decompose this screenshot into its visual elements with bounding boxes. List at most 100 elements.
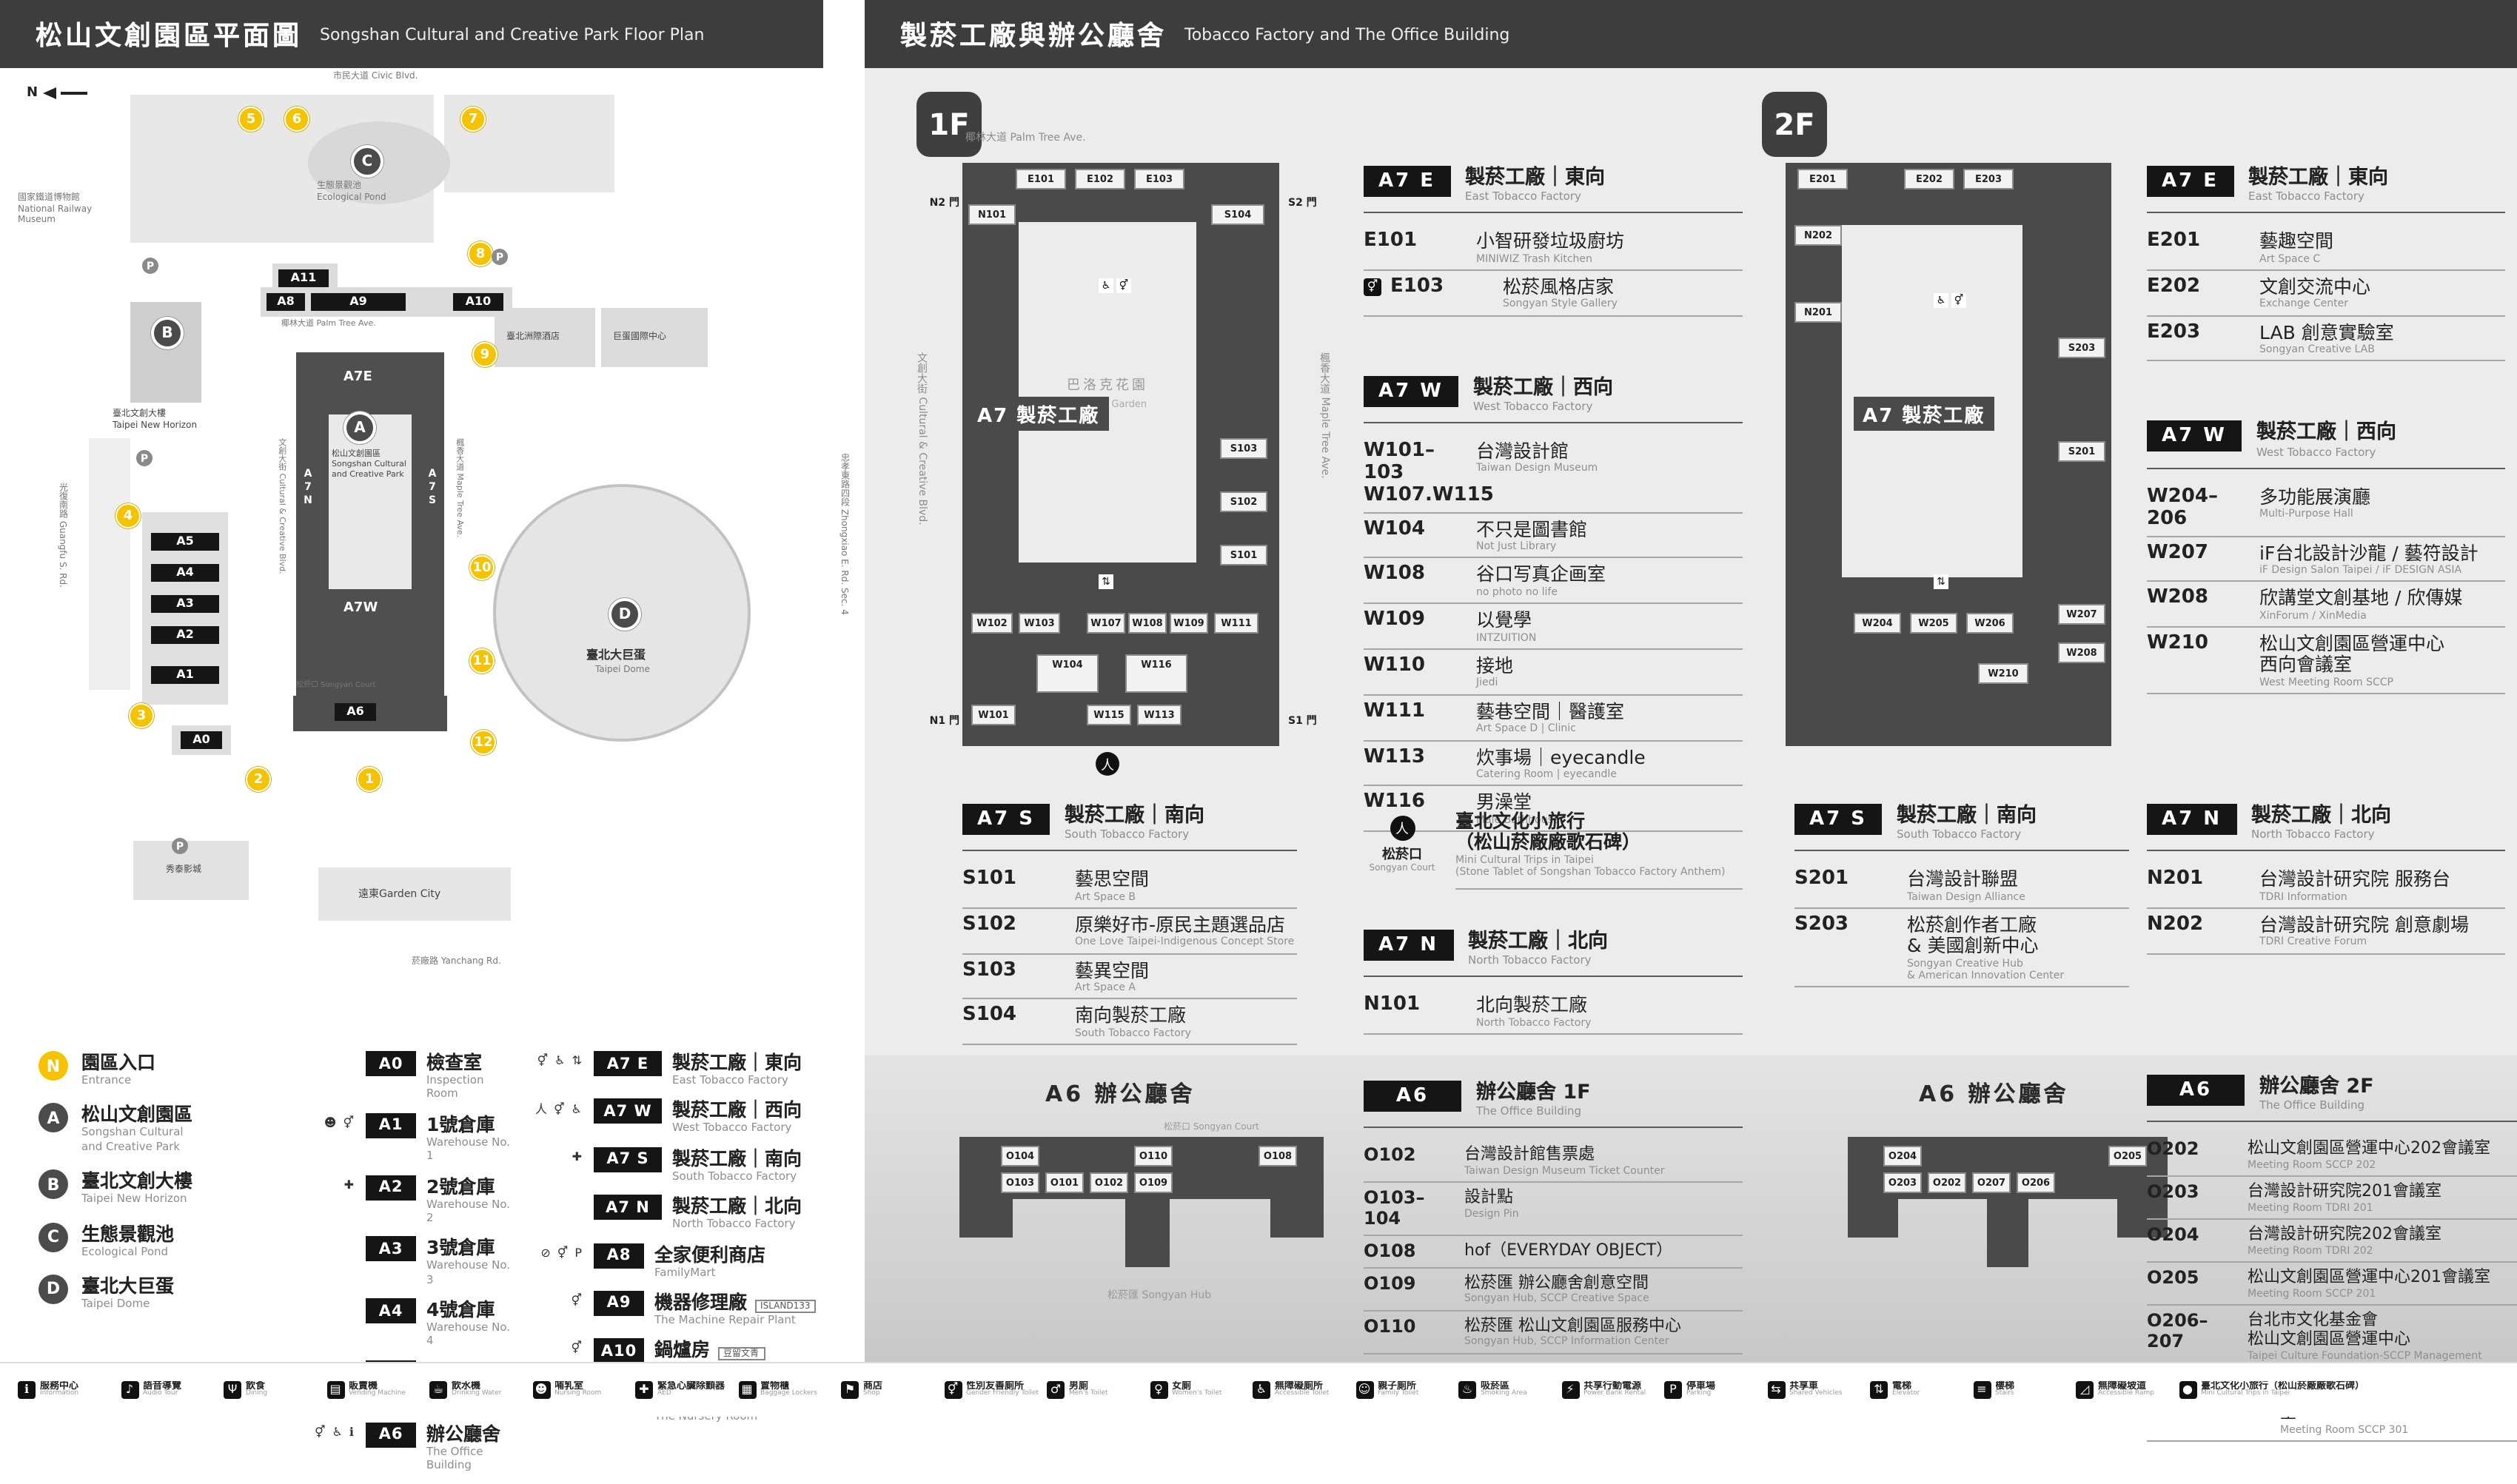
- building-code-box: A7 W: [594, 1098, 662, 1124]
- room-box: E201: [1797, 169, 1848, 189]
- section-zh: 製菸工廠｜南向: [1065, 804, 1204, 827]
- room-name-zh: 藝趣空間: [2259, 229, 2334, 252]
- tenant-badge: ISLAND133: [754, 1299, 817, 1313]
- room-code: S203: [1794, 913, 1849, 936]
- songyan-court-label: 松菸口 Songyan Court: [296, 681, 376, 690]
- floor-plan-1f: 椰林大道 Palm Tree Ave. 文創大街 Cultural & Crea…: [906, 130, 1338, 793]
- facility-icons: ✚: [572, 1149, 583, 1164]
- facility-icon: ≡: [1973, 1380, 1991, 1399]
- facility-icons: ⚥ ♿ ⇅: [537, 1054, 583, 1067]
- dome-label-en: Taipei Dome: [595, 665, 650, 675]
- facility-en: Audio Tour: [143, 1389, 178, 1397]
- room-name-zh: 炊事場｜eyecandle: [1476, 745, 1646, 768]
- room-name-zh: 設計點: [1464, 1187, 1513, 1207]
- room-name-zh: 接地: [1476, 654, 1514, 677]
- street-cultural-blvd: 文創大街 Cultural & Creative Blvd.: [276, 438, 286, 574]
- entrance-marker: 12: [471, 730, 496, 755]
- room-box: N101: [968, 204, 1016, 225]
- room-name-en: Art Space A: [1075, 981, 1136, 994]
- street-palm-ave-label: 椰林大道 Palm Tree Ave.: [965, 132, 1086, 144]
- section-code-box: A7 E: [2147, 166, 2234, 197]
- letter-marker: D: [609, 598, 641, 631]
- building-chip: A4: [151, 564, 219, 582]
- facility-legend-item: ≡ 樓梯 Stairs: [1973, 1380, 2071, 1399]
- a7n-map-label: A7N: [302, 468, 314, 508]
- section-zh: 辦公廳舍 2F: [2259, 1075, 2374, 1098]
- facility-legend-item: ⇆ 共享車 Shared Vehicles: [1767, 1380, 1866, 1399]
- section-en: West Tobacco Factory: [2256, 445, 2376, 459]
- facility-en: Accessible Toilet: [1275, 1389, 1330, 1397]
- facility-legend-item: ✚ 緊急心臟除顫器 AED: [635, 1380, 734, 1399]
- room-name-zh: 台灣設計館售票處: [1464, 1144, 1595, 1164]
- section-zh: 製菸工廠｜西向: [2256, 420, 2396, 445]
- room-name-zh: 松菸風格店家: [1503, 275, 1615, 298]
- room-name-zh: 北向製菸工廠: [1476, 993, 1588, 1016]
- street-guangfu: 光復南路 Guangfu S. Rd.: [57, 483, 67, 588]
- legend-en: North Tobacco Factory: [672, 1217, 796, 1231]
- cinema-block: [133, 841, 249, 900]
- room-box: O202: [1928, 1172, 1966, 1193]
- room-box: W108: [1128, 613, 1167, 634]
- entrance-marker: 9: [472, 342, 497, 367]
- facility-icons: [293, 1051, 355, 1054]
- room-box: W116: [1125, 654, 1187, 693]
- park-map: N A7E A7W A7N A7S 國家鐵道博物館 National Railw…: [0, 68, 865, 1036]
- facility-zh: 無障礙廁所: [1275, 1380, 1323, 1391]
- facility-icon: ♂: [1047, 1380, 1065, 1399]
- building-chip: A11: [278, 269, 329, 287]
- parking-marker-layer: [0, 68, 865, 1036]
- cinema-label: 秀泰影城: [166, 864, 202, 875]
- legend-en: Ecological Pond: [81, 1244, 169, 1258]
- facility-zh: 親子廁所: [1378, 1380, 1416, 1391]
- room-code: O204: [2147, 1224, 2199, 1246]
- facility-en: Stairs: [1995, 1389, 2014, 1397]
- room-code: W101–103 W107.W115: [1364, 439, 1494, 506]
- a6-wing-right: [1270, 1199, 1324, 1238]
- facility-en: Dining: [246, 1389, 268, 1397]
- facility-icons: ☻ ⚥: [324, 1115, 355, 1129]
- section-zh: 製菸工廠｜北向: [2251, 804, 2392, 827]
- legend-zh: 2號倉庫: [426, 1175, 495, 1197]
- room-code: E101: [1364, 229, 1418, 252]
- a7-courtyard: [329, 414, 412, 589]
- facility-zh: 電梯: [1892, 1380, 1911, 1391]
- left-title-en: Songshan Cultural and Creative Park Floo…: [320, 24, 705, 44]
- facility-en: Drinking Water: [452, 1389, 502, 1397]
- section-en: East Tobacco Factory: [2248, 189, 2364, 204]
- room-name-en: Taiwan Design Alliance: [1907, 890, 2025, 903]
- room-name-zh: iF台北設計沙龍 / 藝符設計: [2259, 541, 2479, 564]
- room-code: O206–207: [2147, 1310, 2208, 1352]
- room-code: E201: [2147, 229, 2201, 252]
- facility-icons: [521, 1195, 583, 1198]
- facility-en: Smoking Area: [1481, 1389, 1527, 1397]
- room-code: W207: [2147, 541, 2208, 564]
- legend-marker-icon: B: [38, 1169, 68, 1200]
- room-name-en: Songyan Style Gallery: [1503, 298, 1618, 310]
- tenant-badge: 豆留文青: [717, 1347, 765, 1361]
- street-maple-ave-label: 楓香大道 Maple Tree Ave.: [1319, 352, 1331, 479]
- section-en: The Office Building: [1476, 1104, 1582, 1118]
- room-box: W104: [1036, 654, 1099, 693]
- room-name-en: Art Space B: [1075, 890, 1136, 903]
- facility-icon: ⇅: [1870, 1380, 1888, 1399]
